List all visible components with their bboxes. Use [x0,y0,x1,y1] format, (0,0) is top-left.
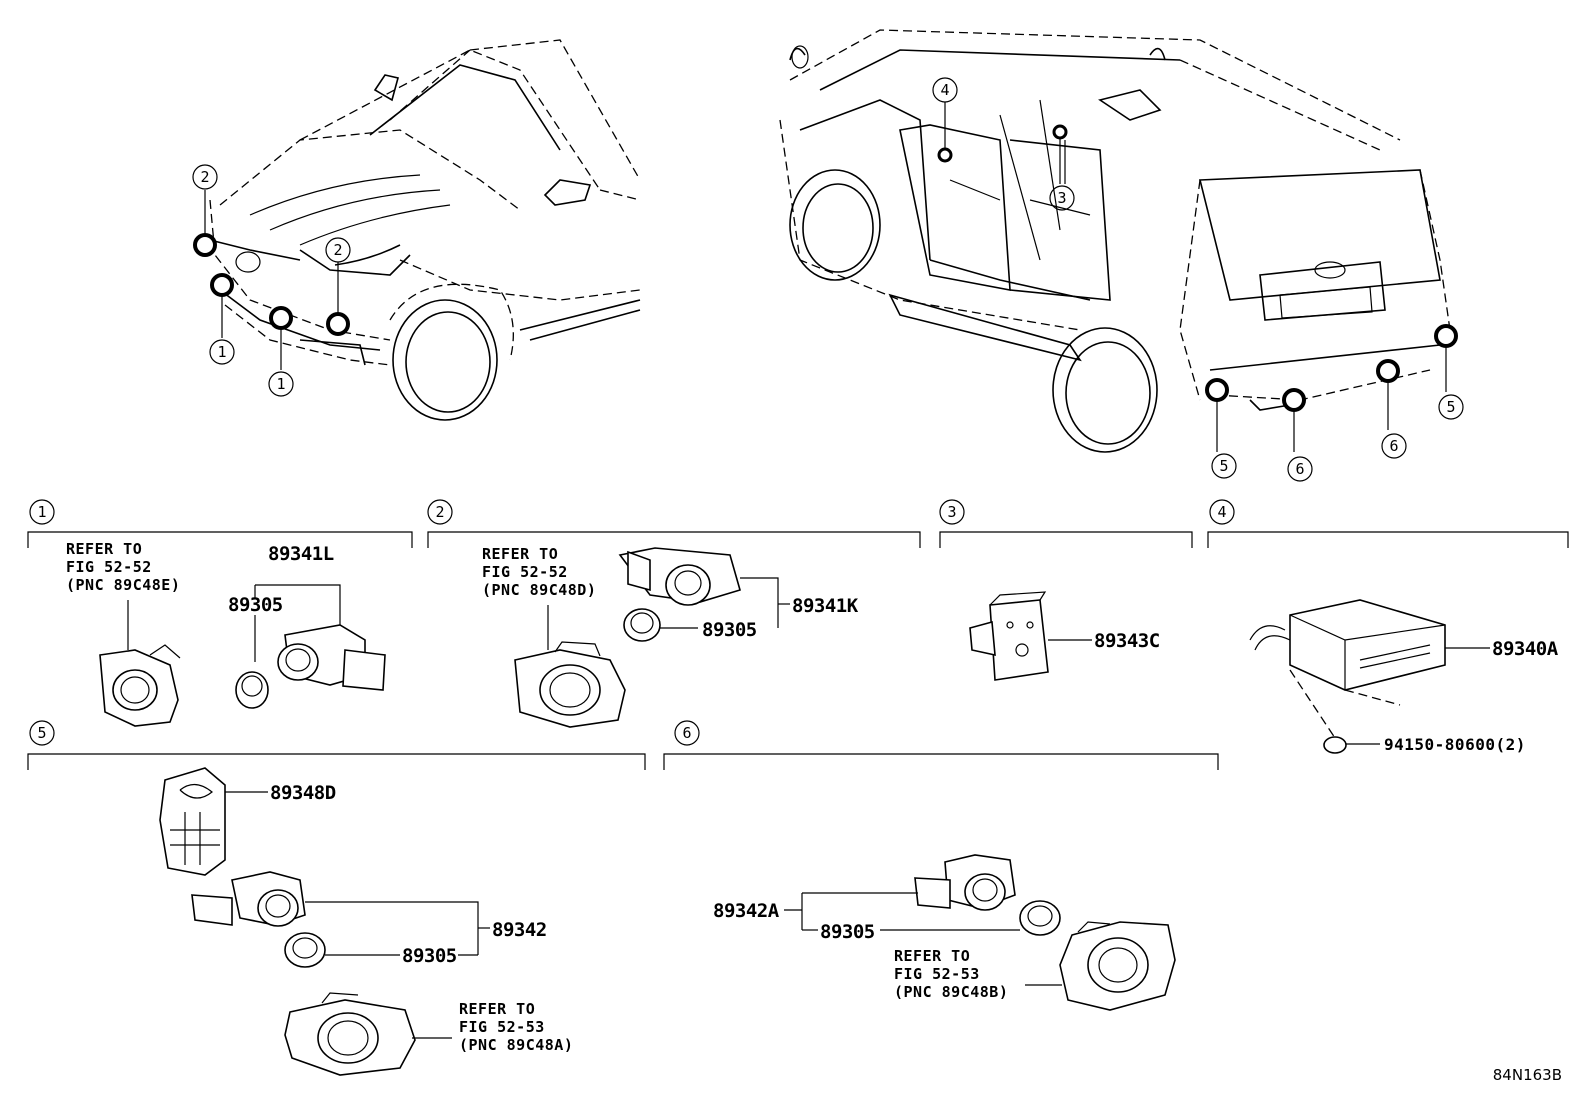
figure-code: 84N163B [1493,1066,1562,1084]
svg-text:3: 3 [1057,189,1066,207]
rear-callout-5b: 5 [1438,394,1464,420]
rear-callout-4: 4 [932,77,958,103]
rear-callout-6b: 6 [1381,433,1407,459]
section-2-pn-89305: 89305 [702,619,757,641]
svg-text:1: 1 [217,343,226,361]
section-2-number: 2 [435,503,444,521]
section-2-ref-line-2: FIG 52-52 [482,563,568,581]
svg-text:6: 6 [1389,437,1398,455]
section-6-ref-line-1: REFER TO [894,947,970,965]
section-5-pn-89348D: 89348D [270,782,336,804]
front-callout-2a: 2 [192,164,218,190]
rear-callout-6a: 6 [1287,456,1313,482]
svg-text:1: 1 [276,375,285,393]
section-5-pn-89305: 89305 [402,945,457,967]
section-3: 3 89343C [939,499,1193,681]
section-6: 6 89342A 89305 REFER TO FIG 52-53 (PNC 8… [663,720,1219,1011]
section-1-pn-89341L: 89341L [268,543,334,565]
section-1: 1 REFER TO FIG 52-52 (PNC 89C48E) 89341L… [27,499,413,727]
rear-callout-3: 3 [1049,185,1075,211]
front-callout-1a: 1 [209,339,235,365]
rear-callout-5a: 5 [1211,453,1237,479]
section-5-pn-89342: 89342 [492,919,547,941]
section-2-pn-89341K: 89341K [792,595,859,617]
section-1-ref-line-1: REFER TO [66,540,142,558]
section-4: 4 89340A 94150-80600(2) [1207,499,1569,754]
section-2: 2 REFER TO FIG 52-52 (PNC 89C48D) 89341K… [427,499,921,728]
section-3-number: 3 [947,503,956,521]
section-2-ref-line-1: REFER TO [482,545,558,563]
section-2-ref-line-3: (PNC 89C48D) [482,581,596,599]
svg-text:4: 4 [940,81,949,99]
section-1-number: 1 [37,503,46,521]
section-1-pn-89305: 89305 [228,594,283,616]
section-5-number: 5 [37,724,46,742]
section-1-ref-line-2: FIG 52-52 [66,558,152,576]
section-5: 5 89348D 89342 89305 REFER TO FIG 52-53 [27,720,646,1076]
rear-vehicle-illustration [779,29,1458,453]
section-6-pn-89305: 89305 [820,921,875,943]
svg-text:5: 5 [1446,398,1455,416]
section-6-number: 6 [682,724,691,742]
section-5-ref-line-1: REFER TO [459,1000,535,1018]
svg-text:5: 5 [1219,457,1228,475]
section-5-ref-line-3: (PNC 89C48A) [459,1036,573,1054]
section-3-pn-89343C: 89343C [1094,630,1160,652]
front-callout-1b: 1 [268,371,294,397]
section-5-ref-line-2: FIG 52-53 [459,1018,545,1036]
section-4-pn-94150-80600: 94150-80600(2) [1384,735,1526,754]
section-6-ref-line-2: FIG 52-53 [894,965,980,983]
section-4-number: 4 [1217,503,1226,521]
section-6-pn-89342A: 89342A [713,900,780,922]
section-1-ref-line-3: (PNC 89C48E) [66,576,180,594]
svg-text:2: 2 [333,241,342,259]
front-callout-2b: 2 [325,237,351,263]
svg-text:6: 6 [1295,460,1304,478]
section-6-ref-line-3: (PNC 89C48B) [894,983,1008,1001]
section-4-pn-89340A: 89340A [1492,638,1559,660]
front-vehicle-illustration [193,39,641,421]
svg-text:2: 2 [200,168,209,186]
